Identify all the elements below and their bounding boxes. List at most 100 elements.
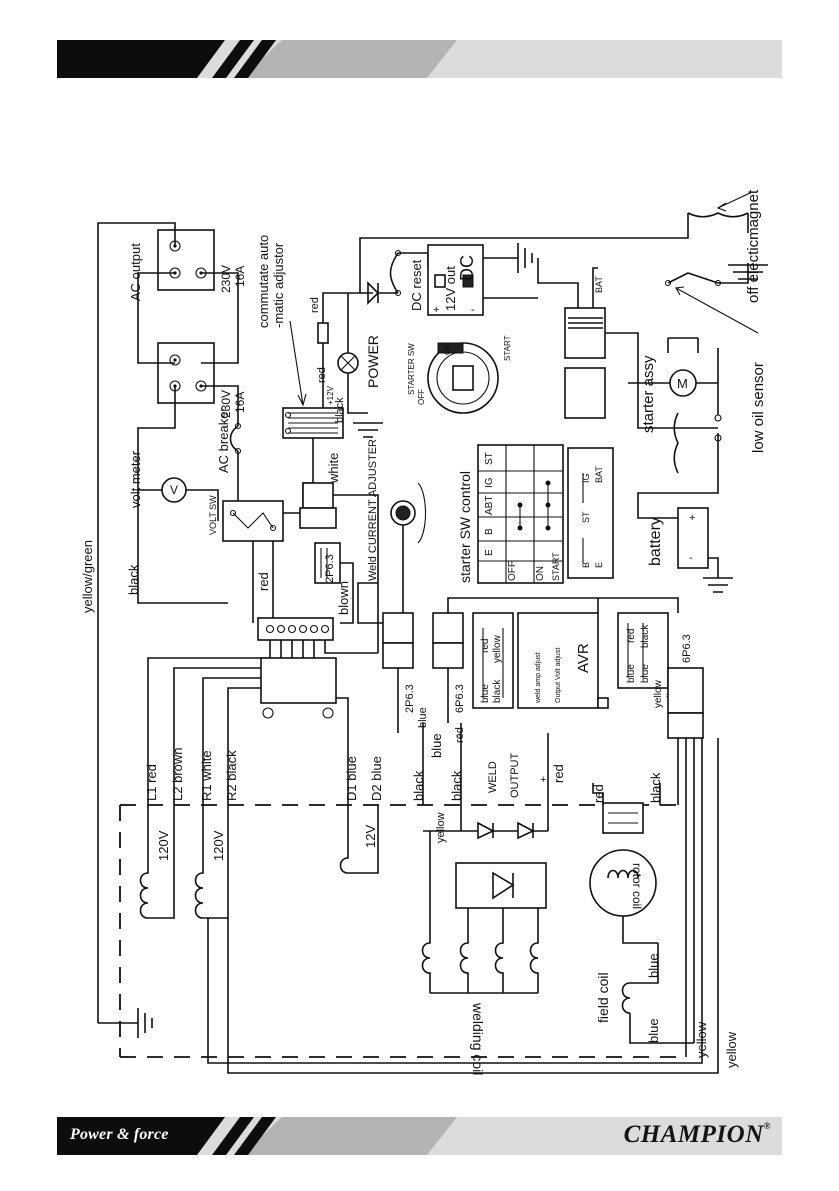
weld-current-adjuster-label: Weld CURRENT ADJUSTER — [367, 439, 379, 581]
commutate-label-2: -matic adjustor — [271, 242, 286, 328]
commutate-auto-adjustor — [282, 407, 344, 439]
welding-coil-label: welding coil — [470, 1002, 486, 1075]
starter-sw-label: STARTER SW — [407, 343, 416, 395]
ac-output-outlet-1 — [157, 229, 215, 291]
dc-reset-label: DC reset — [409, 259, 424, 311]
brand-logo: CHAMPION® — [623, 1121, 771, 1148]
coil-120v-a: 120V — [156, 830, 171, 861]
legend-yellow-1: yellow — [653, 679, 664, 708]
weld-output-label-2: OUTPUT — [509, 753, 521, 799]
blown-label: blown — [336, 581, 351, 615]
plug-2p63-top-label: 2P6.3 — [324, 554, 336, 583]
col-abt: ABT — [484, 496, 495, 515]
off-electromagnet — [664, 212, 768, 287]
r2-black-label: R2 black — [224, 750, 239, 801]
bar-stripe — [234, 40, 276, 78]
ground-symbol-dc — [517, 243, 533, 273]
wiring-diagram: AC output 230V 16A 230V 16A AC breaker V… — [80, 189, 768, 1075]
low-oil-sensor — [714, 348, 722, 442]
terminal-block — [257, 617, 334, 641]
power-label: POWER — [365, 335, 381, 388]
outlet-1-voltage: 230V — [219, 265, 233, 293]
ac-output-outlet-2 — [157, 342, 215, 404]
plus-12v-label: +12V — [326, 385, 335, 405]
black-label-adj: black — [334, 397, 346, 423]
weld-output-label-1: WELD — [487, 761, 499, 793]
starter-sw-control-label: starter SW control — [457, 471, 473, 583]
battery-plus: + — [689, 512, 695, 524]
rotor-coil-label: rotor coil — [630, 863, 644, 909]
bar-stripe — [212, 1117, 254, 1155]
dc-output-socket — [427, 244, 484, 316]
bar-dark — [57, 40, 225, 78]
footer-bar — [57, 1117, 782, 1155]
red-label-voltsw: red — [256, 572, 271, 591]
red-label-plug: red — [454, 727, 466, 743]
plug-6p63-middle — [432, 612, 464, 669]
sw-on-label: ON — [443, 343, 452, 355]
commutate-label-1: commutate auto — [256, 235, 271, 328]
switch-terminals — [567, 447, 614, 579]
avr-yellow: yellow — [492, 634, 503, 663]
plug-6p63-avr-label: 6P6.3 — [681, 634, 693, 663]
black-label-left: black — [126, 564, 141, 595]
low-oil-sensor-label: low oil sensor — [750, 362, 767, 453]
volt-meter: V — [161, 477, 187, 503]
ac-output-label: AC output — [128, 243, 143, 301]
red-label-fuse: red — [309, 297, 321, 313]
ground-symbol-left — [98, 1008, 153, 1038]
sw-off-label: OFF — [417, 389, 426, 405]
d1-blue-label: D1 blue — [344, 756, 359, 801]
coil-12v: 12V — [363, 825, 378, 848]
weld-current-adjuster — [390, 482, 426, 544]
starter-sw-control-table — [477, 444, 564, 584]
row-on: ON — [535, 566, 546, 581]
output-volt-adjust-label: Output Volt adjust — [555, 648, 562, 703]
coil-120v-b-winding — [194, 805, 229, 919]
term-bat: BAT — [594, 466, 604, 483]
plug-adjustor — [299, 482, 337, 529]
col-e: E — [484, 549, 495, 556]
yellow-label-bottom-2: yellow — [724, 1031, 739, 1068]
outlet-2-voltage: 230V — [219, 390, 233, 418]
avr-module — [472, 612, 609, 709]
weld-rectifier — [423, 805, 549, 909]
volt-sw-label: VOLT SW — [208, 495, 218, 535]
bar-dark — [57, 1117, 225, 1155]
col-ig: IG — [484, 477, 495, 488]
d2-blue-label: D2 blue — [369, 756, 384, 801]
footer-tagline: Power & force — [70, 1126, 169, 1143]
blue-label-plug: blue — [417, 707, 429, 728]
plug-6p63-avr — [667, 667, 704, 739]
out-12v-label: 12V out — [443, 266, 458, 311]
avr-connector-legend — [617, 612, 669, 689]
motor-symbol: M — [677, 376, 688, 391]
term-ig: IG — [581, 473, 591, 483]
plug-2p63-middle — [382, 612, 414, 669]
outlet-1-current: 16A — [233, 266, 247, 287]
avr-label: AVR — [575, 643, 592, 673]
coil-12v-winding — [339, 805, 379, 874]
term-e: E — [594, 562, 604, 568]
red-label-weld: red — [551, 764, 566, 783]
off-electromagnet-label: off electicmagnet — [745, 189, 762, 303]
bat-label: BAT — [594, 276, 604, 293]
field-coil — [621, 943, 694, 1044]
power-lamp — [337, 352, 359, 374]
legend-red: red — [626, 629, 637, 643]
battery-label: battery — [647, 517, 664, 566]
dc-label: DC — [457, 255, 477, 281]
row-start: START — [551, 552, 561, 581]
dc-reset — [389, 249, 402, 297]
row-off: OFF — [507, 561, 518, 581]
term-b: B — [581, 562, 591, 568]
weld-minus: - — [451, 734, 463, 738]
battery: + - — [677, 507, 709, 569]
ac-breaker-label: AC breaker — [216, 407, 231, 473]
starter-motor: M — [628, 337, 718, 474]
blue-label-field-2: blue — [646, 1018, 661, 1043]
blue-label-field-1: blue — [646, 953, 661, 978]
legend-blue-2: blue — [640, 664, 651, 683]
avr-blue: blue — [480, 684, 491, 703]
coil-120v-b: 120V — [211, 830, 226, 861]
